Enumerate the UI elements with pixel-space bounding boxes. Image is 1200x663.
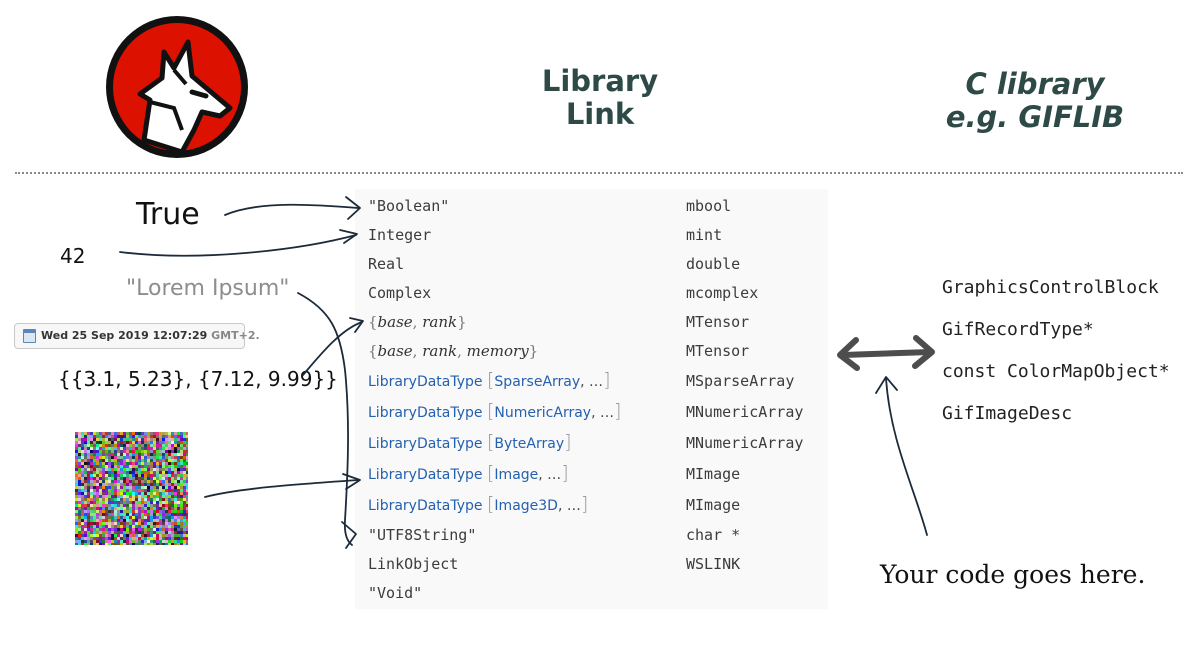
table-row-image3d-c: MImage — [686, 496, 741, 514]
image-to-image-arrow — [204, 479, 359, 498]
table-row-image-wl[interactable]: LibraryDataType [Image, …] — [368, 462, 569, 484]
random-noise-image — [75, 432, 188, 545]
tensor-open-brace: { — [368, 313, 378, 331]
table-row-boolean-c: mbool — [686, 197, 732, 215]
date-object-timezone: GMT+2. — [211, 329, 260, 342]
table-row-integer-c: mint — [686, 226, 723, 244]
table-row-real-c: double — [686, 255, 741, 273]
table-row-integer-wl: Integer — [368, 226, 432, 244]
true-expression: True — [136, 197, 200, 232]
librarydatatype-link[interactable]: LibraryDataType — [368, 405, 483, 421]
image3d-link[interactable]: Image3D — [494, 498, 558, 514]
tensor-close-brace: } — [457, 313, 467, 331]
librarydatatype-link[interactable]: LibraryDataType — [368, 374, 483, 390]
string-to-utf8-arrowhead — [341, 521, 357, 549]
table-row-void-wl: "Void" — [368, 584, 423, 602]
table-row-linkobject-c: WSLINK — [686, 555, 741, 573]
table-row-tensor-memory-c: MTensor — [686, 342, 750, 360]
c-library-heading: C library e.g. GIFLIB — [930, 68, 1140, 134]
calendar-icon — [23, 329, 36, 343]
librarydatatype-link[interactable]: LibraryDataType — [368, 498, 483, 514]
librarydatatype-link[interactable]: LibraryDataType — [368, 467, 483, 483]
code-to-giflib-arrow — [885, 377, 928, 536]
giflib-type-gifrecordtype: GifRecordType* — [942, 319, 1094, 340]
tensor-mem-base-slot: base — [377, 342, 413, 360]
wolfram-wolf-logo-icon — [106, 16, 248, 158]
tensor-base-slot: base — [377, 313, 413, 331]
int-to-integer-arrow — [119, 234, 357, 257]
image-link[interactable]: Image — [494, 467, 539, 483]
table-row-numericarray-c: MNumericArray — [686, 403, 804, 421]
table-row-tensor-memory-wl: {base, rank, memory} — [368, 341, 538, 361]
integer-expression: 42 — [60, 244, 86, 268]
table-row-utf8string-wl: "UTF8String" — [368, 526, 477, 544]
image-ellipsis: , … — [538, 467, 562, 483]
tensor-mem-close-brace: } — [528, 342, 539, 360]
library-link-heading-line2: Link — [565, 97, 635, 131]
giflib-type-graphicscontrolblock: GraphicsControlBlock — [942, 277, 1159, 298]
date-object-text: Wed 25 Sep 2019 12:07:29 GMT+2. — [41, 324, 260, 348]
your-code-hint: Your code goes here. — [880, 560, 1146, 589]
librarydatatype-link[interactable]: LibraryDataType — [368, 436, 483, 452]
tensor-mem-open-brace: { — [368, 342, 378, 360]
sparsearray-link[interactable]: SparseArray — [494, 374, 581, 390]
table-row-sparsearray-wl[interactable]: LibraryDataType [SparseArray, …] — [368, 369, 611, 391]
string-expression: "Lorem Ipsum" — [126, 276, 290, 301]
table-row-sparsearray-c: MSparseArray — [686, 372, 795, 390]
image3d-ellipsis: , … — [557, 498, 581, 514]
sparsearray-ellipsis: , … — [580, 374, 604, 390]
library-link-heading: Library Link — [500, 65, 700, 131]
tensor-mem-rank-slot: rank — [422, 342, 458, 360]
giflib-type-colormapobject: const ColorMapObject* — [942, 361, 1170, 382]
c-library-heading-line2: e.g. GIFLIB — [945, 100, 1125, 134]
double-arrow-icon — [837, 335, 935, 371]
table-row-image-c: MImage — [686, 465, 741, 483]
date-object-value: Wed 25 Sep 2019 12:07:29 — [41, 329, 208, 342]
table-row-complex-c: mcomplex — [686, 284, 759, 302]
code-to-giflib-arrowhead — [875, 376, 898, 394]
table-row-image3d-wl[interactable]: LibraryDataType [Image3D, …] — [368, 493, 589, 515]
table-row-tensor-wl: {base, rank} — [368, 312, 467, 332]
table-row-boolean-wl: "Boolean" — [368, 197, 450, 215]
bytearray-link[interactable]: ByteArray — [494, 436, 565, 452]
numericarray-ellipsis: , … — [591, 405, 614, 421]
date-object-chip: Wed 25 Sep 2019 12:07:29 GMT+2. — [14, 323, 260, 349]
table-row-linkobject-wl: LinkObject — [368, 555, 459, 573]
c-library-heading-line1: C library — [965, 67, 1105, 101]
table-row-bytearray-c: MNumericArray — [686, 434, 804, 452]
giflib-type-gifimagedesc: GifImageDesc — [942, 403, 1073, 424]
table-row-tensor-c: MTensor — [686, 313, 750, 331]
type-mapping-table — [355, 189, 828, 609]
dotted-divider — [15, 172, 1183, 174]
tensor-rank-slot: rank — [422, 313, 458, 331]
list-expression: {{3.1, 5.23}, {7.12, 9.99}} — [58, 367, 338, 391]
table-row-utf8string-c: char * — [686, 526, 741, 544]
table-row-complex-wl: Complex — [368, 284, 432, 302]
string-to-utf8-arrow — [297, 292, 353, 546]
tensor-mem-memory-slot: memory — [466, 342, 529, 360]
table-row-numericarray-wl[interactable]: LibraryDataType [NumericArray, …] — [368, 400, 622, 422]
table-row-bytearray-wl[interactable]: LibraryDataType [ByteArray] — [368, 431, 572, 453]
tensor-mem-separator-2: , — [457, 342, 462, 360]
tensor-separator: , — [412, 313, 418, 331]
true-to-boolean-arrow — [224, 203, 359, 216]
tensor-mem-separator: , — [412, 342, 418, 360]
library-link-heading-line1: Library — [541, 64, 659, 98]
table-row-real-wl: Real — [368, 255, 405, 273]
numericarray-link[interactable]: NumericArray — [494, 405, 592, 421]
